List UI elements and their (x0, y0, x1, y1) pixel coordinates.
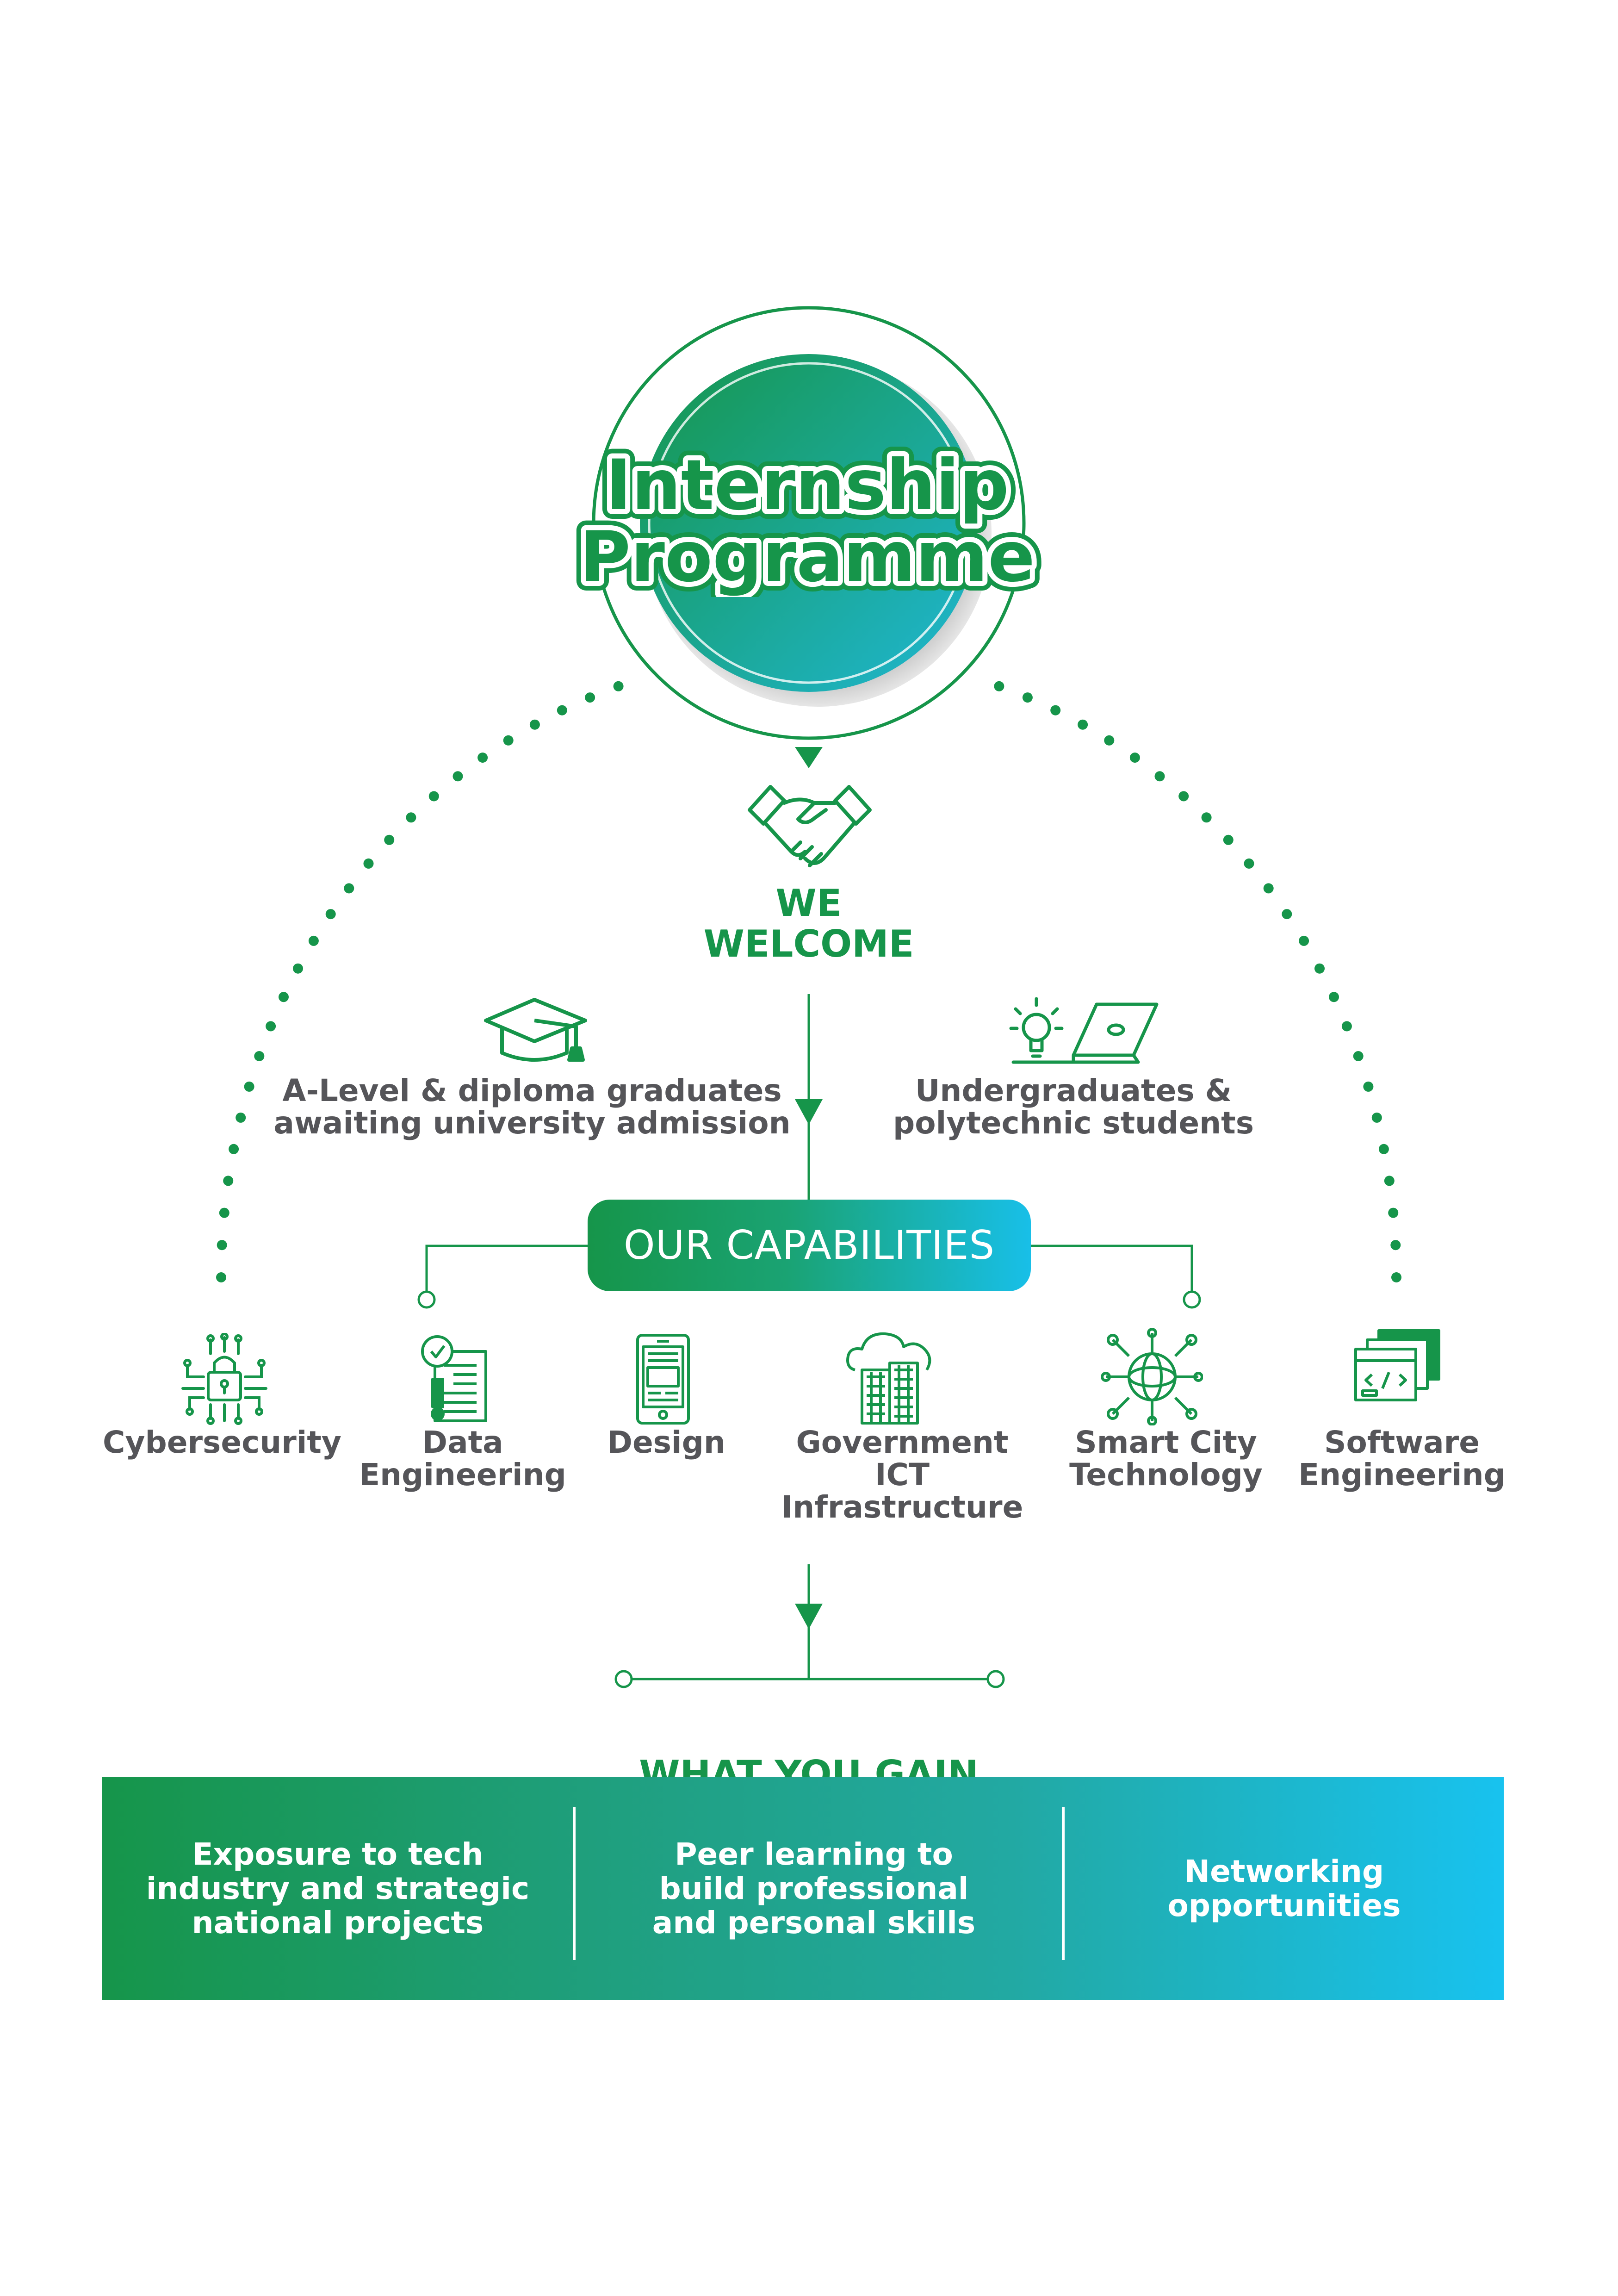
arc-dot (1154, 771, 1165, 782)
network-globe-icon (1101, 1328, 1203, 1425)
arrow-down-icon (795, 1099, 823, 1125)
arc-dot (1050, 705, 1061, 716)
arc-dot (1263, 883, 1274, 894)
code-window-icon (1354, 1329, 1440, 1401)
arc-dot (1299, 935, 1309, 946)
arc-dot (254, 1051, 265, 1061)
arc-dot (477, 753, 488, 763)
arc-dot (1353, 1051, 1364, 1061)
arc-dot (325, 909, 336, 920)
arc-dot (1178, 791, 1189, 802)
capability-label: Government ICT Infrastructure (781, 1425, 1023, 1525)
arc-dot (1282, 909, 1292, 920)
arc-dot (384, 834, 395, 845)
arc-dot (244, 1081, 254, 1092)
capability-label: Smart City Technology (1069, 1425, 1263, 1493)
gain-item: Peer learning to build professional and … (652, 1836, 976, 1941)
gain-divider (1062, 1807, 1065, 1960)
circuit-lock-icon (181, 1333, 267, 1425)
capabilities-heading: OUR CAPABILITIES (588, 1200, 1031, 1291)
arc-dot (344, 883, 354, 894)
page-title: Internship Programme Internship Programm… (570, 444, 1045, 597)
arc-dot (229, 1144, 239, 1154)
audience-label: Undergraduates & polytechnic students (893, 1073, 1254, 1141)
arc-dot (279, 992, 289, 1002)
arc-dot (503, 735, 514, 746)
arc-dot (453, 771, 463, 782)
arc-dot (223, 1176, 234, 1186)
arc-dot (219, 1207, 229, 1218)
hero-badge (592, 306, 1026, 768)
arc-dot (1078, 719, 1088, 730)
arc-dot (308, 935, 319, 946)
svg-text:Internship: Internship (606, 445, 1009, 526)
welcome-heading: WE WELCOME (703, 882, 914, 965)
arc-dot (293, 963, 303, 974)
arc-dot (266, 1021, 276, 1032)
arc-dot (1363, 1081, 1374, 1092)
arc-dot (1329, 992, 1339, 1002)
lightbulb-laptop-icon (1009, 997, 1159, 1064)
capability-label: Design (607, 1425, 725, 1460)
arc-dot (1391, 1272, 1401, 1282)
tablet-design-icon (636, 1334, 690, 1425)
arc-dot (994, 681, 1004, 691)
arc-dot (1390, 1240, 1401, 1251)
arc-dot (1201, 812, 1212, 823)
audience-label: A-Level & diploma graduates awaiting uni… (273, 1073, 791, 1141)
capability-label: Cybersecurity (103, 1425, 341, 1460)
cloud-building-icon (846, 1332, 931, 1425)
arc-dot (406, 812, 416, 823)
arc-dot (557, 705, 567, 716)
capabilities-heading-text: OUR CAPABILITIES (623, 1222, 995, 1269)
arc-dot (1104, 735, 1115, 746)
arc-dot (1384, 1176, 1395, 1186)
arc-dot (585, 692, 595, 703)
arc-dot (1378, 1144, 1389, 1154)
title-line-2: Programme (580, 517, 1035, 597)
arc-dot (1244, 858, 1254, 869)
arc-dot (1341, 1021, 1352, 1032)
arc-dot (1371, 1112, 1382, 1123)
capability-label: Software Engineering (1298, 1425, 1506, 1493)
gain-item: Exposure to tech industry and strategic … (146, 1836, 530, 1941)
arc-dot (217, 1240, 227, 1251)
arc-dot (1129, 753, 1140, 763)
capability-label: Data Engineering (359, 1425, 566, 1493)
data-report-icon (421, 1335, 487, 1422)
gain-divider (573, 1807, 576, 1960)
arc-dot (1022, 692, 1033, 703)
arc-dot (428, 791, 439, 802)
graduation-cap-icon (484, 998, 587, 1062)
svg-text:Programme: Programme (580, 517, 1035, 597)
arc-dot (236, 1112, 246, 1123)
arc-dot (529, 719, 540, 730)
arc-dot (363, 858, 374, 869)
gain-item: Networking opportunities (1167, 1854, 1401, 1923)
dotted-arcs (216, 681, 1401, 1282)
arrow-down-icon (795, 1604, 823, 1629)
arc-dot (216, 1272, 226, 1282)
svg-text:Programme: Programme (580, 517, 1035, 597)
handshake-icon (748, 785, 872, 867)
title-line-1: Internship (606, 445, 1009, 526)
arc-dot (1223, 834, 1234, 845)
gain-panel: Exposure to tech industry and strategic … (102, 1777, 1504, 2000)
arc-dot (613, 681, 624, 691)
svg-text:Internship: Internship (606, 445, 1009, 526)
arc-dot (1314, 963, 1325, 974)
arc-dot (1388, 1207, 1399, 1218)
